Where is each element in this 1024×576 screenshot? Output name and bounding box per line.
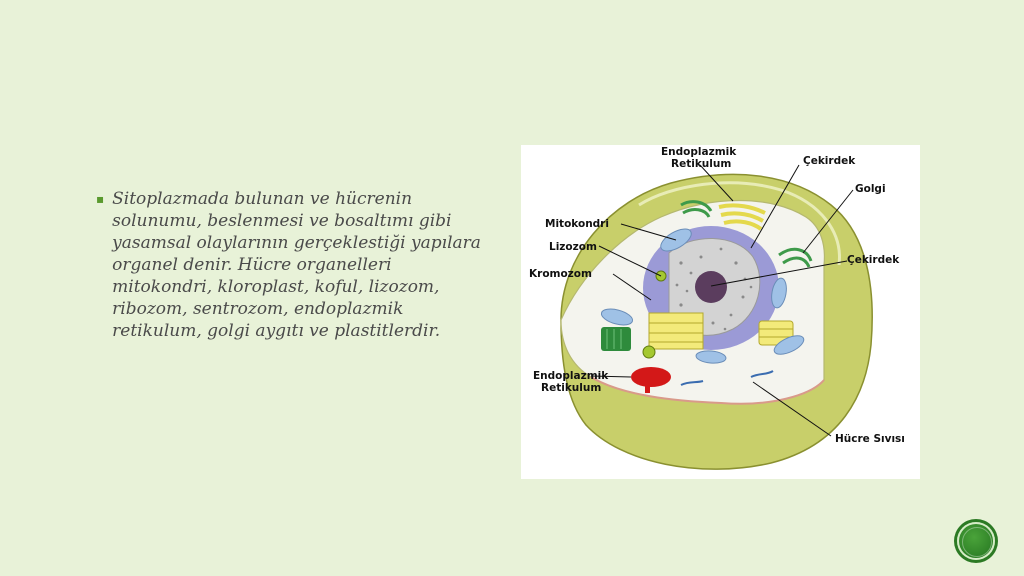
label-er-top-2: Retikulum <box>671 158 731 170</box>
label-mitokondri: Mitokondri <box>545 218 609 230</box>
label-er-top-1: Endoplazmik <box>661 146 737 158</box>
label-lizozom: Lizozom <box>549 241 597 253</box>
bullet-item: ▪ Sitoplazmada bulunan ve hücrenin solun… <box>96 188 496 342</box>
cell-diagram: Endoplazmik Retikulum Çekirdek Golgi Mit… <box>521 145 920 479</box>
label-cekirdek-right: Çekirdek <box>847 254 900 266</box>
label-golgi: Golgi <box>855 183 886 195</box>
chromatin <box>675 247 753 331</box>
green-arc-left <box>680 200 713 212</box>
green-arc-right <box>778 247 813 262</box>
bullet-square-icon: ▪ <box>96 192 105 206</box>
nucleolus <box>695 271 727 303</box>
golgi-body-right <box>758 320 794 346</box>
label-cekirdek-top: Çekirdek <box>803 155 856 167</box>
green-arc-left-2 <box>682 208 711 218</box>
label-er-bottom-1: Endoplazmik <box>533 370 609 382</box>
ribosome-line-2 <box>750 370 774 378</box>
lysosome-2 <box>642 345 656 359</box>
ribosome-line-1 <box>680 380 704 386</box>
cell-membrane <box>590 376 825 405</box>
label-hucre-sivisi: Hücre Sıvısı <box>835 433 905 445</box>
bullet-text: Sitoplazmada bulunan ve hücrenin solunum… <box>112 189 481 341</box>
green-arc-right-2 <box>782 256 811 268</box>
chloroplast <box>601 327 631 351</box>
red-er <box>631 367 671 387</box>
nav-button-ring-icon <box>962 527 992 557</box>
cell-wall-rim <box>638 181 841 266</box>
label-kromozom: Kromozom <box>529 268 592 280</box>
slide-nav-button[interactable] <box>957 522 995 560</box>
label-er-bottom-2: Retikulum <box>541 382 601 394</box>
golgi-body-top <box>718 203 766 231</box>
mitochondria <box>600 228 805 364</box>
rough-er-block <box>648 312 704 350</box>
